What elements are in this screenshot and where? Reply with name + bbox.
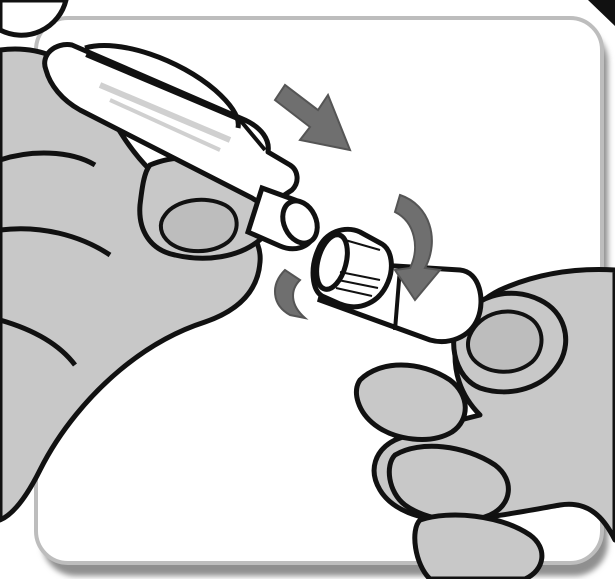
corner-tab-icon [588, 0, 615, 26]
